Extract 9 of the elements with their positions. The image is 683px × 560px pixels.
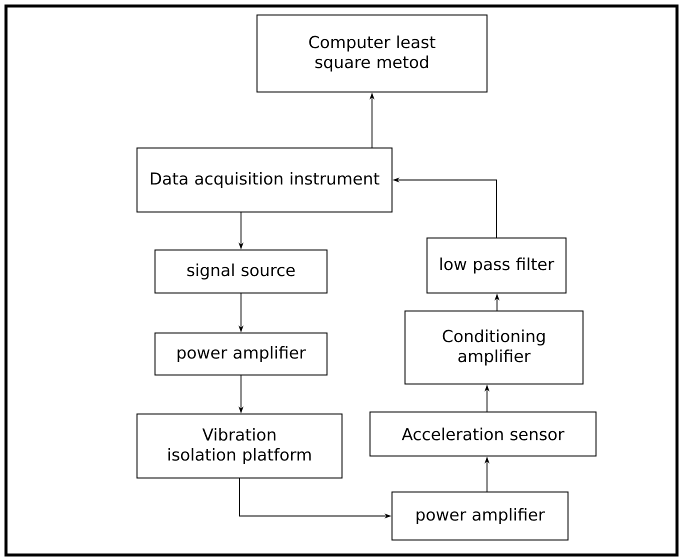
- process-box: signal source: [154, 250, 328, 294]
- process-box: low pass filter: [426, 238, 566, 294]
- process-box: power amplifier: [154, 332, 328, 376]
- process-box: power amplifier: [392, 492, 568, 540]
- process-box: Conditioning amplifier: [404, 310, 584, 384]
- process-box: Acceleration sensor: [370, 412, 596, 456]
- process-box: Data acquisition instrument: [136, 148, 392, 212]
- process-box: Computer least square metod: [256, 14, 488, 92]
- process-box: Vibration isolation platform: [136, 414, 342, 478]
